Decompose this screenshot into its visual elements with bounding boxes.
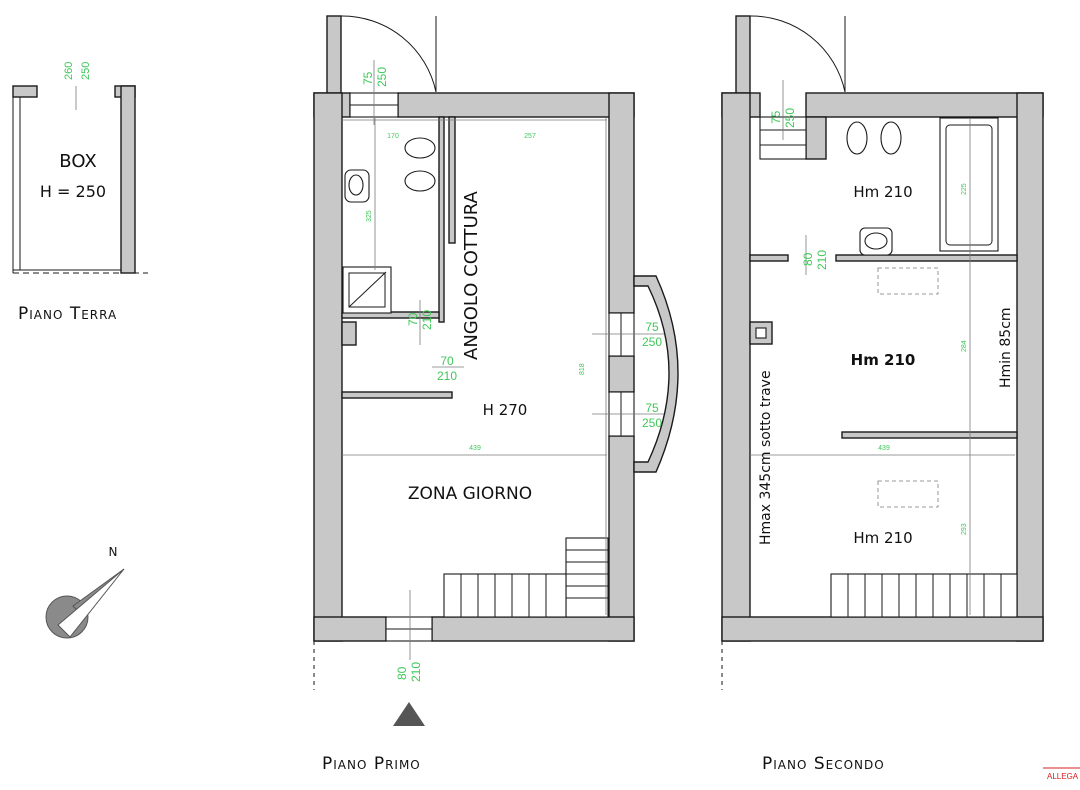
box-opening-width: 260: [63, 62, 75, 80]
primo-staircase: [443, 537, 609, 618]
primo-door-swing: [340, 15, 437, 93]
primo-partition-low: [341, 391, 453, 399]
primo-door-lower-height: 210: [437, 369, 457, 383]
angolo-cottura-label: ANGOLO COTTURA: [461, 190, 482, 360]
secondo-wall-upper-left: [735, 15, 751, 97]
compass-icon: N: [45, 545, 125, 639]
piano-primo-title: Piano Primo: [322, 754, 421, 774]
secondo-partition-low: [841, 431, 1018, 439]
secondo-dim-225: 225: [961, 183, 968, 195]
primo-wall-left: [313, 92, 343, 642]
secondo-toilet: [846, 121, 868, 155]
primo-top-window-width: 75: [361, 71, 375, 85]
box-wall-right: [120, 85, 136, 274]
primo-partition-bath: [438, 116, 445, 323]
primo-top-window-height: 250: [375, 67, 389, 87]
primo-right-window-2-height: 250: [642, 416, 662, 430]
corner-tag: ALLEGA: [1047, 772, 1079, 781]
secondo-dim-439: 439: [878, 445, 890, 452]
secondo-bidet: [880, 121, 902, 155]
primo-height-label: H 270: [483, 401, 528, 419]
piano-primo-plan: 170 257 439 325 818 75 250 70 210 70 210…: [313, 15, 679, 774]
secondo-door-swing: [749, 15, 846, 93]
primo-toilet: [404, 137, 436, 159]
primo-door-inner-width: 70: [406, 312, 420, 326]
piano-secondo-plan: 439 225 284 293 75 250 80 210 Hm 210 Hm …: [721, 15, 1044, 774]
box-opening-height: 250: [80, 62, 92, 80]
primo-wall-right-top: [608, 92, 635, 314]
primo-wall-bottom-right: [431, 616, 635, 642]
secondo-top-window-width: 75: [769, 110, 783, 124]
primo-door-lower-width: 70: [440, 354, 454, 368]
box-room-height: H = 250: [40, 182, 106, 201]
primo-partition-kitchen: [448, 116, 456, 244]
secondo-hmax-label: Hmax 345cm sotto trave: [758, 370, 774, 545]
primo-right-window-1-height: 250: [642, 335, 662, 349]
primo-wall-upper-left: [326, 15, 342, 97]
secondo-wall-left: [721, 92, 751, 642]
piano-terra-title: Piano Terra: [18, 304, 117, 324]
zona-giorno-label: ZONA GIORNO: [408, 484, 532, 504]
secondo-partition-bath: [835, 254, 1018, 262]
secondo-dim-293: 293: [961, 523, 968, 535]
primo-door-inner-height: 210: [420, 310, 434, 330]
primo-entry-door-height: 210: [409, 662, 423, 682]
primo-dim-257: 257: [524, 133, 536, 140]
primo-entry-door-width: 80: [395, 666, 409, 680]
piano-secondo-title: Piano Secondo: [762, 754, 885, 774]
primo-dim-439: 439: [469, 445, 481, 452]
box-plan: 260 250 BOX H = 250 Piano Terra: [12, 62, 148, 324]
primo-bidet: [404, 170, 436, 192]
primo-wall-right-bottom: [608, 435, 635, 642]
secondo-bath-door-height: 210: [815, 250, 829, 270]
secondo-bath-height: Hm 210: [853, 183, 912, 201]
primo-bay-window: [633, 275, 679, 473]
secondo-dim-284: 284: [961, 340, 968, 352]
secondo-mid-height: Hm 210: [851, 351, 916, 369]
box-wall-top-left: [12, 85, 38, 98]
primo-dim-818: 818: [579, 363, 586, 375]
secondo-bathtub: [939, 117, 999, 252]
primo-wall-top: [397, 92, 635, 118]
secondo-top-window-height: 250: [783, 108, 797, 128]
primo-dim-325: 325: [366, 210, 373, 222]
secondo-wall-top: [805, 92, 1044, 118]
compass-north-label: N: [109, 545, 118, 559]
secondo-skylight-2: [877, 480, 939, 508]
primo-right-window-2-width: 75: [645, 401, 659, 415]
secondo-hmin-label: Hmin 85cm: [998, 307, 1014, 388]
secondo-wall-right: [1016, 92, 1044, 642]
secondo-skylight-1: [877, 267, 939, 295]
box-room-name: BOX: [59, 151, 96, 172]
secondo-wall-notch: [805, 116, 827, 160]
secondo-bath-door-width: 80: [801, 252, 815, 266]
secondo-partition-left: [749, 254, 789, 262]
primo-dim-170: 170: [387, 133, 399, 140]
primo-right-window-1-width: 75: [645, 320, 659, 334]
secondo-staircase: [830, 573, 1018, 618]
primo-small-pier: [341, 321, 357, 346]
entry-arrow-icon: [393, 702, 425, 726]
primo-wall-bottom-left: [313, 616, 387, 642]
primo-wall-right-mid: [608, 355, 635, 393]
secondo-wall-bottom: [721, 616, 1044, 642]
secondo-low-height: Hm 210: [853, 529, 912, 547]
